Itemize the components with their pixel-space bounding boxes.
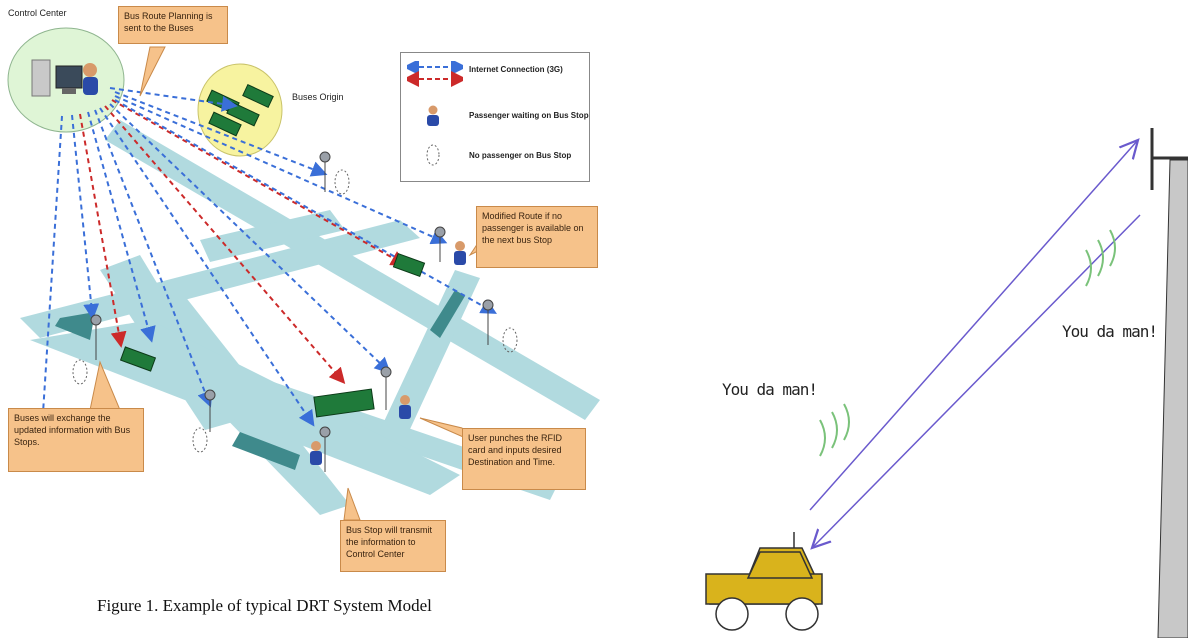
callout-bus-stop-transmit: Bus Stop will transmit the information t… [340,520,446,572]
passenger-icon [427,105,439,126]
tower-signal-waves [1085,229,1116,287]
bus-stops [90,151,494,472]
tower-signal-label: You da man! [1062,322,1158,341]
callout-user-punches: User punches the RFID card and inputs de… [462,428,586,490]
downlink-signal [812,214,1141,548]
road-arrow [430,290,465,338]
empty-passenger-icon [426,144,440,166]
empty-stop-markers [72,169,518,453]
passengers [310,241,466,465]
figure-caption: Figure 1. Example of typical DRT System … [97,596,432,615]
car-signal-label: You da man! [722,380,818,399]
uplink-signal [809,140,1138,511]
car-signal-waves [819,403,850,457]
legend-internet-connection: Internet Connection (3G) [469,65,563,74]
drt-system-figure: Control Center Buses Origin Bus Route Pl… [7,6,600,615]
car-tower-graphic [705,128,1188,638]
comm-arrows [32,87,497,468]
legend-passenger-waiting: Passenger waiting on Bus Stop [469,111,589,120]
legend-arrow-icon [407,61,463,87]
buses-origin-label: Buses Origin [292,92,344,102]
car [705,532,823,631]
road-arrow [232,432,300,470]
car-tower-figure: You da man! You da man! [690,0,1188,638]
drt-diagram-graphic [7,27,600,521]
legend-no-passenger: No passenger on Bus Stop [469,151,572,160]
legend: Internet Connection (3G) Passenger waiti… [400,52,590,182]
tower [1150,128,1188,638]
buses-on-road [119,252,426,418]
callout-modified-route: Modified Route if no passenger is availa… [476,206,598,268]
control-center-label: Control Center [8,8,67,18]
callout-buses-exchange: Buses will exchange the updated informat… [8,408,144,472]
callout-route-planning: Bus Route Planning is sent to the Buses [118,6,228,44]
